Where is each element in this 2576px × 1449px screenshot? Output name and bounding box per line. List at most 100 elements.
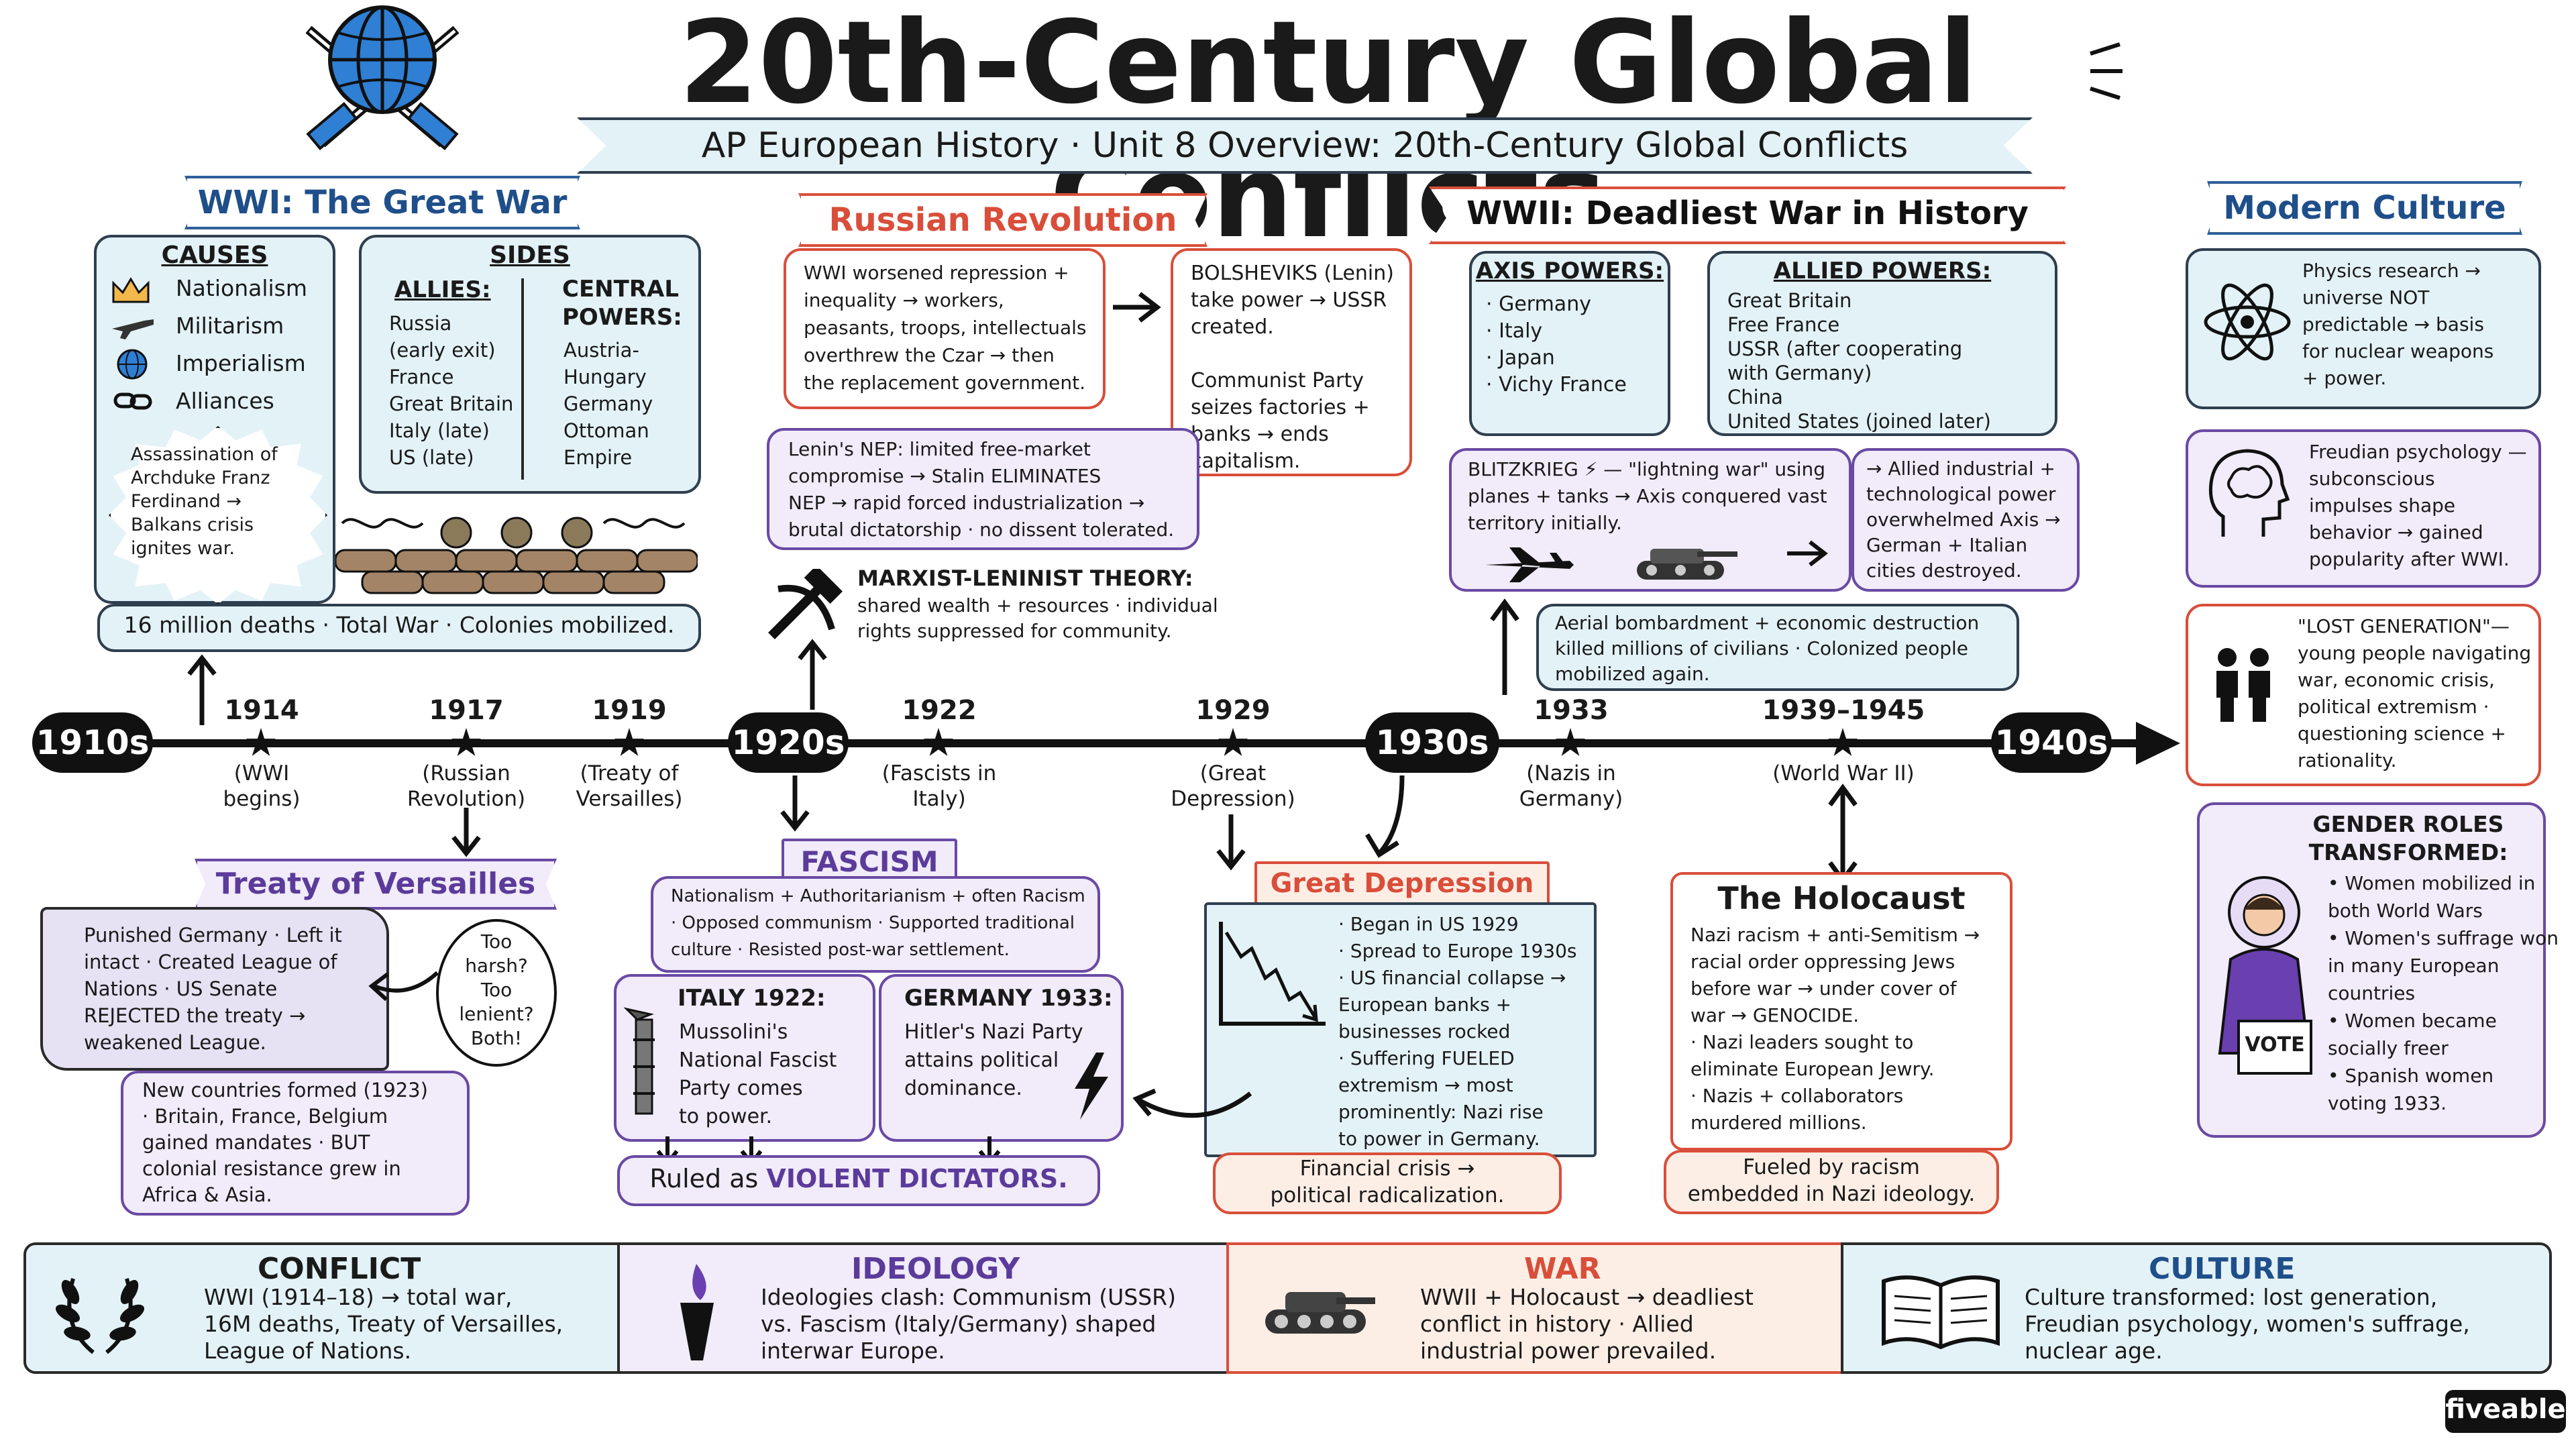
wwi-sides-heading: SIDES [490, 241, 570, 269]
people-icon [2207, 644, 2281, 727]
central-heading: CENTRAL POWERS: [562, 276, 682, 331]
wwi-summary-bar [97, 604, 701, 652]
ruled-prefix: Ruled as [649, 1164, 767, 1193]
trigger-burst [109, 426, 327, 604]
depression-footer-card [1213, 1152, 1562, 1214]
subtitle-ribbon [577, 117, 2033, 174]
cause-imperialism: Imperialism [176, 350, 306, 376]
theme-war: WAR WWII + Holocaust → deadliest conflic… [1226, 1242, 1843, 1374]
gender-list: • Women mobilized in both World Wars • W… [2328, 872, 2559, 1114]
theme-culture: CULTURE Culture transformed: lost genera… [1841, 1242, 2552, 1374]
event-year-1914: 1914 [224, 695, 299, 726]
theme-ideology-text: Ideologies clash: Communism (USSR) vs. F… [761, 1284, 1176, 1364]
axis-card [1469, 251, 1670, 436]
era-1920s: 1920s [728, 712, 849, 773]
wwii-banner-text: WWII: Deadliest War in History [1466, 195, 2029, 232]
globe-swords-logo [295, 3, 470, 157]
bolsheviks-card [1171, 248, 1412, 476]
cause-nationalism: Nationalism [176, 275, 308, 301]
allied-list: Great Britain Free France USSR (after co… [1727, 289, 1991, 433]
theme-culture-text: Culture transformed: lost generation, Fr… [2025, 1284, 2470, 1364]
axis-list: · Germany · Italy · Japan · Vichy France [1486, 292, 1627, 396]
holocaust-footer: Fueled by racism embedded in Nazi ideolo… [1687, 1155, 1976, 1206]
laurel-icon [53, 1265, 147, 1362]
era-1940s: 1940s [1991, 712, 2112, 773]
event-label-1933: (Nazis in Germany) [1519, 761, 1623, 811]
speech-bubble [436, 919, 557, 1067]
blitzkrieg: BLITZKRIEG ⚡ — "lightning war" using pla… [1468, 458, 1827, 534]
arrow-up-icon [1488, 597, 1521, 700]
crown-icon [111, 275, 151, 307]
allies-heading: ALLIES: [394, 276, 491, 303]
theme-ideology-title: IDEOLOGY [851, 1252, 1020, 1286]
event-year-1939: 1939–1945 [1762, 695, 1925, 726]
theme-war-text: WWII + Holocaust → deadliest conflict in… [1420, 1284, 1754, 1364]
event-label-1929: (Great Depression) [1171, 761, 1295, 811]
curved-arrow-to-germany [1119, 1060, 1253, 1143]
arrow-bidirectional-1939 [1826, 784, 1860, 887]
arrow-right-icon-2 [1784, 537, 1831, 573]
arrow-up-1914 [185, 654, 219, 731]
wwi-trigger: Assassination of Archduke Franz Ferdinan… [131, 444, 278, 559]
event-label-1917: (Russian Revolution) [407, 761, 526, 811]
era-1930s: 1930s [1365, 712, 1499, 773]
arrow-right-icon [1110, 287, 1164, 330]
event-label-1914: (WWI begins) [223, 761, 301, 811]
theme-conflict-text: WWI (1914–18) → total war, 16M deaths, T… [204, 1284, 564, 1364]
event-year-1917: 1917 [429, 695, 504, 726]
cause-militarism: Militarism [176, 313, 284, 339]
central-list: Austria- Hungary Germany Ottoman Empire [564, 339, 653, 469]
vote-label: VOTE [2245, 1033, 2305, 1057]
event-label-1939: (World War II) [1772, 761, 1915, 786]
axis-heading: AXIS POWERS: [1475, 258, 1664, 284]
theory: shared wealth + resources · individual r… [857, 594, 1218, 642]
arrow-down-1930s [1362, 773, 1415, 863]
holocaust-card [1670, 872, 2012, 1150]
event-label-1919: (Treaty of Versailles) [576, 761, 683, 811]
brand-label: fiveable [2445, 1394, 2566, 1425]
italy-card [614, 974, 875, 1142]
brand-badge [2445, 1390, 2566, 1433]
lost-generation: "LOST GENERATION"— young people navigati… [2298, 615, 2532, 771]
depression-footer: Financial crisis → political radicalizat… [1270, 1157, 1505, 1208]
timeline-arrowhead [2133, 716, 2187, 773]
physics: Physics research → universe NOT predicta… [2302, 260, 2494, 389]
physics-card [2186, 248, 2541, 409]
wwi-banner: WWI: The Great War [184, 176, 580, 229]
theme-culture-title: CULTURE [2149, 1252, 2296, 1286]
rifle-icon [111, 314, 155, 343]
era-1910s: 1910s [32, 712, 153, 773]
tank-icon [1623, 537, 1737, 586]
holocaust-title: The Holocaust [1717, 880, 1966, 916]
title-accent-marks [2086, 40, 2127, 101]
globe-icon [115, 347, 149, 384]
italy: Mussolini's National Fascist Party comes… [679, 1020, 837, 1128]
lightning-icon [1067, 1050, 1114, 1126]
fascism-summary-card [651, 876, 1100, 973]
allies-list: Russia (early exit) France Great Britain… [389, 312, 514, 469]
arrow-up-1920s [796, 639, 829, 715]
bombardment-card [1536, 604, 2019, 691]
nep: Lenin's NEP: limited free-market comprom… [788, 438, 1175, 541]
chain-link-icon [113, 388, 153, 417]
torch-icon [667, 1260, 727, 1370]
freud-card [2186, 429, 2541, 588]
brain-head-icon [2203, 443, 2290, 546]
theme-conflict: CONFLICT WWI (1914–18) → total war, 16M … [23, 1242, 621, 1374]
depression-banner: Great Depression [1254, 861, 1550, 906]
ruled-card [617, 1155, 1100, 1206]
scroll-paper [40, 907, 389, 1071]
depression-points: · Began in US 1929 · Spread to Europe 19… [1338, 913, 1577, 1150]
germany: Hitler's Nazi Party attains political do… [904, 1020, 1083, 1100]
arrow-down-1917 [449, 805, 483, 861]
russian-cause-card [784, 248, 1106, 409]
versailles-banner: Treaty of Versailles [195, 859, 557, 910]
freud: Freudian psychology — subconscious impul… [2309, 441, 2527, 570]
nep-card [767, 428, 1199, 550]
fascism-summary: Nationalism + Authoritarianism + often R… [671, 886, 1085, 960]
arrow-left-icon [368, 966, 441, 1009]
gender-heading: GENDER ROLES TRANSFORMED: [2308, 811, 2508, 865]
event-label-1922: (Fascists in Italy) [881, 761, 997, 811]
bolsheviks: BOLSHEVIKS (Lenin) take power → USSR cre… [1191, 262, 1394, 473]
atom-icon [2200, 275, 2294, 372]
